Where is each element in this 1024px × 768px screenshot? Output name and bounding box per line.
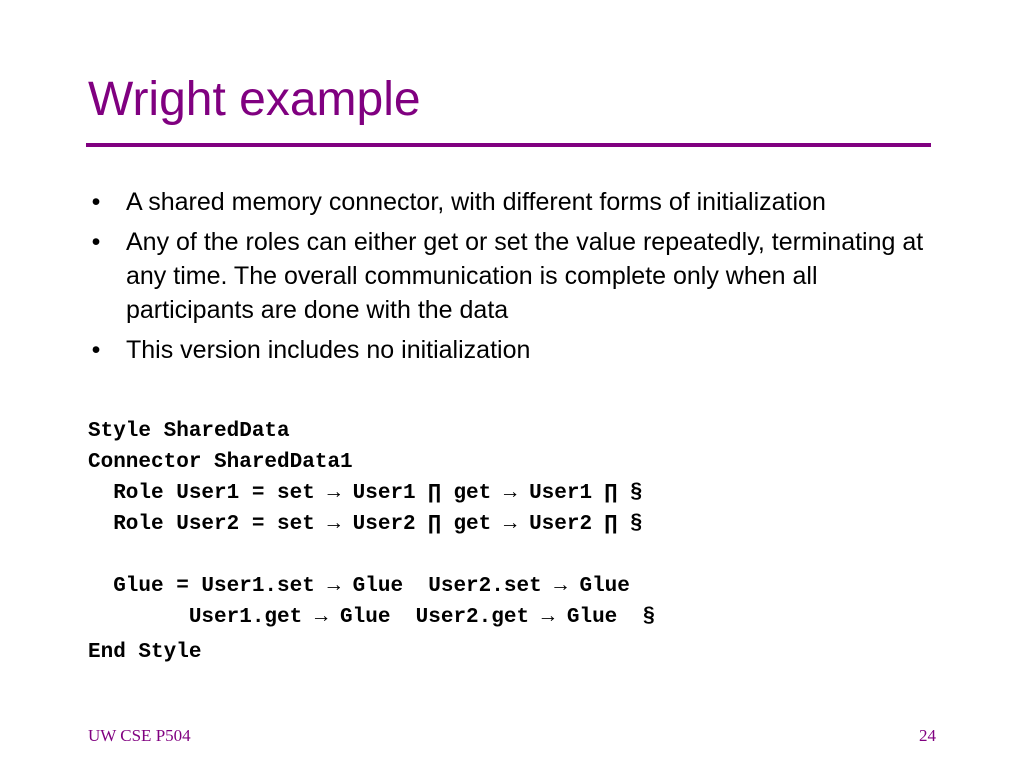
bullet-text: A shared memory connector, with differen…: [126, 188, 826, 216]
code-line: [88, 540, 655, 571]
bullet-item: • Any of the roles can either get or set…: [86, 225, 936, 327]
bullet-text: This version includes no initialization: [126, 336, 531, 364]
code-line: End Style: [88, 641, 202, 664]
code-line: User1.get → Glue User2.get → Glue §: [88, 606, 656, 629]
code-line: Style SharedData: [88, 420, 290, 443]
code-line: Role User1 = set → User1 ∏ get → User1 ∏…: [88, 482, 643, 505]
bullet-dot-icon: •: [91, 228, 101, 256]
bullet-dot-icon: •: [91, 188, 101, 216]
bullet-item: • This version includes no initializatio…: [86, 333, 936, 367]
footer-page-number: 24: [919, 726, 936, 745]
code-block: Style SharedData Connector SharedData1 R…: [88, 416, 655, 668]
code-line: Glue = User1.set → Glue User2.set → Glue: [88, 575, 630, 598]
bullet-list: • A shared memory connector, with differ…: [86, 185, 936, 373]
bullet-item: • A shared memory connector, with differ…: [86, 185, 936, 219]
footer-course-label: UW CSE P504: [88, 726, 191, 745]
bullet-dot-icon: •: [91, 336, 101, 364]
code-line: Connector SharedData1: [88, 451, 353, 474]
title-underline: [86, 143, 931, 147]
code-line: Role User2 = set → User2 ∏ get → User2 ∏…: [88, 513, 643, 536]
slide-title: Wright example: [88, 73, 421, 126]
bullet-text: Any of the roles can either get or set t…: [126, 228, 924, 324]
